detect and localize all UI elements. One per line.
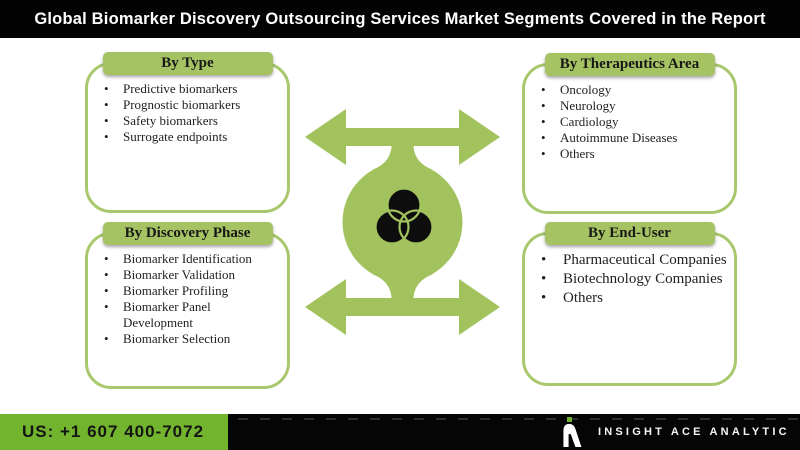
list-item: Cardiology <box>537 114 728 130</box>
panel-by-type: By Type Predictive biomarkersPrognostic … <box>85 52 290 213</box>
panel-by-therapeutics-area: By Therapeutics Area OncologyNeurologyCa… <box>522 53 737 214</box>
panel-title-by-therapeutics-area: By Therapeutics Area <box>544 53 715 76</box>
panel-by-end-user: By End-User Pharmaceutical CompaniesBiot… <box>522 222 737 386</box>
list-item: Biomarker Validation <box>100 267 281 283</box>
panel-by-discovery-phase: By Discovery Phase Biomarker Identificat… <box>85 222 290 389</box>
insight-ace-logo <box>560 417 584 447</box>
list-item: Oncology <box>537 82 728 98</box>
title-bar: Global Biomarker Discovery Outsourcing S… <box>0 0 800 38</box>
panel-title-by-end-user: By End-User <box>544 222 715 245</box>
phone-label: US: +1 607 400-7072 <box>0 414 228 450</box>
list-item: Prognostic biomarkers <box>100 97 281 113</box>
list-item: Safety biomarkers <box>100 113 281 129</box>
page-title: Global Biomarker Discovery Outsourcing S… <box>34 9 766 28</box>
list-item: Pharmaceutical Companies <box>537 251 728 270</box>
list-item: Predictive biomarkers <box>100 81 281 97</box>
list-item: Biomarker Panel Development <box>100 299 281 331</box>
panel-list-by-discovery-phase: Biomarker IdentificationBiomarker Valida… <box>88 251 287 347</box>
list-item: Autoimmune Diseases <box>537 130 728 146</box>
center-hub <box>300 95 505 345</box>
list-item: Others <box>537 146 728 162</box>
footer-dashed-line <box>238 418 800 420</box>
list-item: Biotechnology Companies <box>537 270 728 289</box>
logo-dot-icon <box>567 417 572 422</box>
list-item: Others <box>537 289 728 308</box>
brand-name: INSIGHT ACE ANALYTIC <box>598 426 790 438</box>
footer-bar: US: +1 607 400-7072 INSIGHT ACE ANALYTIC <box>0 414 800 450</box>
list-item: Biomarker Identification <box>100 251 281 267</box>
list-item: Biomarker Profiling <box>100 283 281 299</box>
panel-list-by-therapeutics-area: OncologyNeurologyCardiologyAutoimmune Di… <box>525 82 734 162</box>
panel-list-by-end-user: Pharmaceutical CompaniesBiotechnology Co… <box>525 251 734 308</box>
panel-title-by-type: By Type <box>102 52 273 75</box>
list-item: Biomarker Selection <box>100 331 281 347</box>
list-item: Surrogate endpoints <box>100 129 281 145</box>
panel-list-by-type: Predictive biomarkersPrognostic biomarke… <box>88 81 287 145</box>
venn-diagram-icon <box>374 187 434 245</box>
list-item: Neurology <box>537 98 728 114</box>
panel-title-by-discovery-phase: By Discovery Phase <box>102 222 273 245</box>
